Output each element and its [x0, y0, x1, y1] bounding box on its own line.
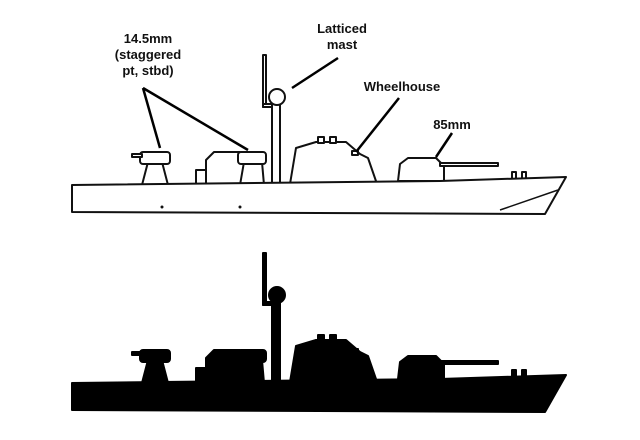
ship-silhouette: [71, 252, 567, 413]
label-guns-2: (staggered: [115, 47, 182, 62]
leader-gun2: [142, 86, 249, 152]
label-mast-1: Latticed: [317, 21, 367, 36]
label-mast-2: mast: [327, 37, 358, 52]
ship-outline-profile: [71, 54, 567, 215]
label-wheelhouse: Wheelhouse: [364, 79, 441, 94]
label-guns-3: pt, stbd): [122, 63, 173, 78]
hull-bow-line: [499, 189, 559, 211]
label-guns-1: 14.5mm: [124, 31, 172, 46]
leader-wheelhouse: [355, 97, 400, 153]
label-85mm: 85mm: [433, 117, 471, 132]
leader-mast: [291, 56, 339, 90]
leader-85mm: [434, 132, 454, 158]
leader-gun1: [141, 87, 162, 149]
